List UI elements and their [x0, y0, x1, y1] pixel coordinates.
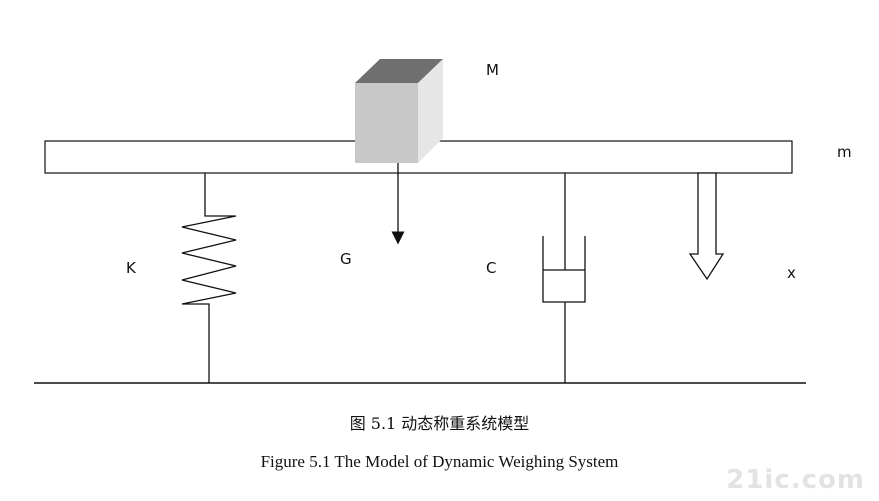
caption-english: Figure 5.1 The Model of Dynamic Weighing… — [260, 452, 619, 471]
mass-cube — [355, 59, 443, 163]
label-mass-large: M — [486, 61, 499, 79]
label-damper: C — [486, 259, 496, 277]
damper — [542, 173, 586, 383]
label-spring: K — [126, 259, 137, 277]
displacement-arrow — [688, 172, 725, 281]
label-displacement: x — [787, 264, 796, 282]
watermark-logo: 21ic.com — [726, 465, 865, 495]
label-mass-platform: m — [837, 143, 852, 161]
spring — [181, 173, 237, 383]
caption-chinese: 图 5.1 动态称重系统模型 — [349, 414, 530, 433]
label-gravity: G — [340, 250, 352, 268]
